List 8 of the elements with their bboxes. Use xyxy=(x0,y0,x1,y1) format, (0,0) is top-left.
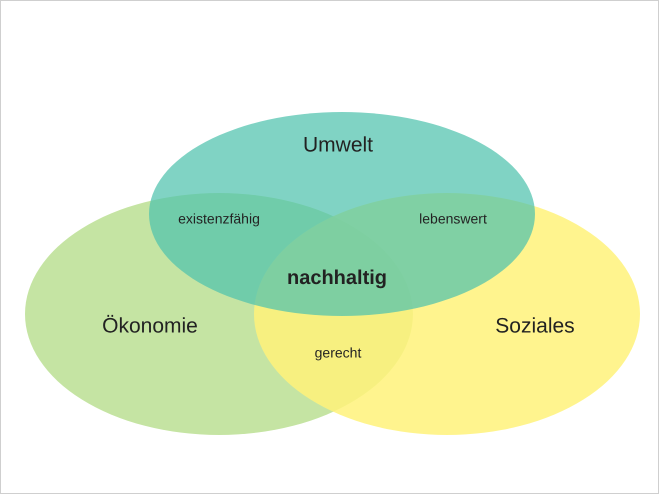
venn-ellipse xyxy=(149,112,535,316)
set-label: Umwelt xyxy=(303,132,373,158)
intersection-label: lebenswert xyxy=(419,210,487,228)
intersection-label: gerecht xyxy=(314,344,362,362)
set-label: Ökonomie xyxy=(102,313,198,340)
set-label: Soziales xyxy=(495,313,575,340)
intersection-label: nachhaltig xyxy=(287,266,387,291)
intersection-label: existenzfähig xyxy=(178,210,260,228)
